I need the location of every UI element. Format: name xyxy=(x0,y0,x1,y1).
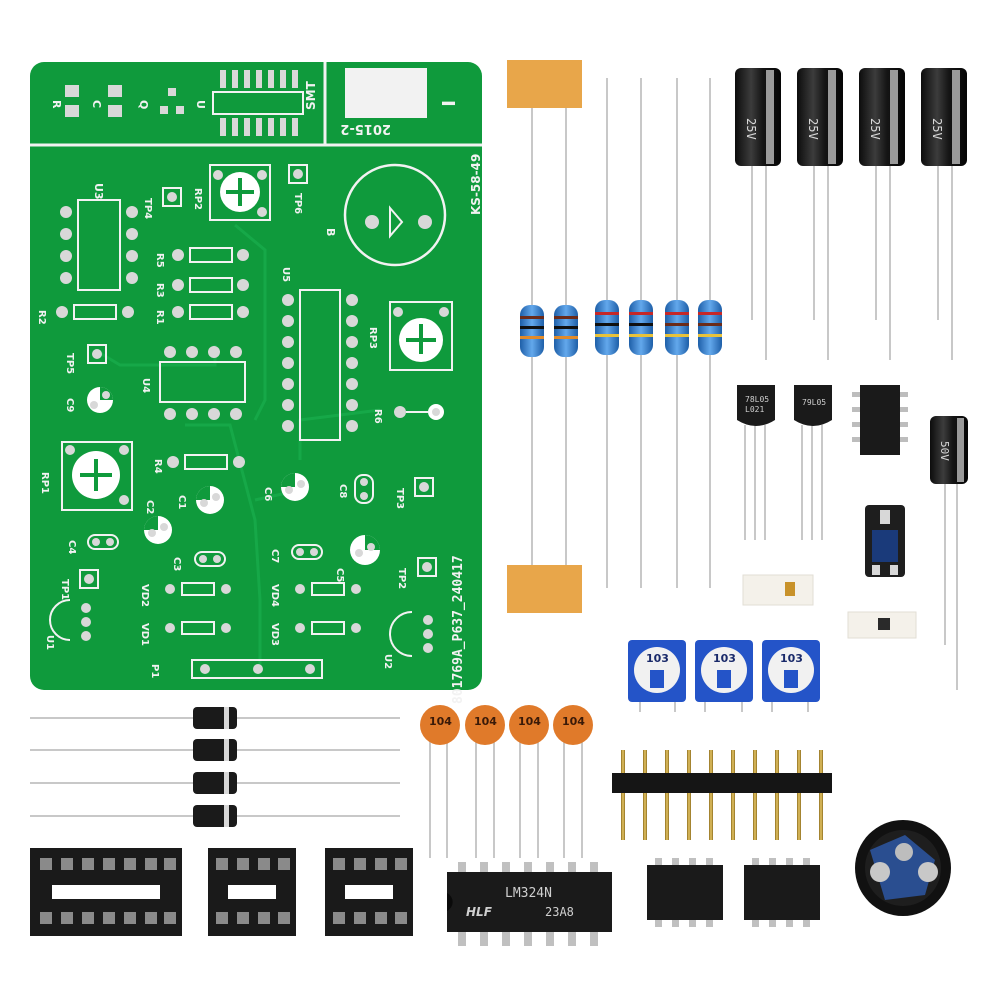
cap-5-voltage: 50V xyxy=(938,441,951,461)
pcb-board: I 2015-2 R C Q U SMT U3 TP4 RP2 xyxy=(30,62,483,704)
pcb-label-r4: R4 xyxy=(152,459,163,474)
dip8-ic-b xyxy=(744,858,820,927)
pcb-label-tp4: TP4 xyxy=(142,198,153,219)
ic-part-number: LM324N xyxy=(505,886,552,901)
reg-1-batch: L021 xyxy=(745,405,764,414)
ic-socket-8pin-b xyxy=(325,848,413,936)
pcb-label-r1: R1 xyxy=(154,310,165,325)
pcb-label-smt: SMT xyxy=(304,80,318,110)
dip8-ic-a xyxy=(647,858,723,927)
smd-tape-strips xyxy=(742,574,917,639)
pin-header xyxy=(612,750,832,840)
lm324-chip: LM324N HLF 23A8 xyxy=(447,862,612,946)
pcb-label-tp6: TP6 xyxy=(292,193,303,214)
pcb-label-vd4: VD4 xyxy=(269,584,280,607)
diodes xyxy=(30,707,400,827)
trimmer-3-code: 103 xyxy=(780,652,803,665)
pcb-label-q: Q xyxy=(137,100,150,109)
pcb-label-tp2: TP2 xyxy=(396,568,407,589)
ic-brand: HLF xyxy=(466,905,493,919)
electrolytic-capacitors: 25V 25V 25V 25V 50V xyxy=(735,68,968,690)
trimmer-2-code: 103 xyxy=(713,652,736,665)
pcb-label-tp3: TP3 xyxy=(394,488,405,509)
loose-resistors xyxy=(595,78,722,588)
pcb-label-u1: U1 xyxy=(44,635,55,650)
ic-socket-14pin xyxy=(30,848,182,936)
ceramic-cap-2-code: 104 xyxy=(474,715,497,728)
pcb-label-u2: U2 xyxy=(382,654,393,669)
pcb-label-c5: C5 xyxy=(334,568,345,582)
reg-2-part: 79L05 xyxy=(802,398,826,407)
piezo-buzzer xyxy=(855,820,951,916)
pcb-label-r6: R6 xyxy=(372,409,383,424)
pcb-label-r: R xyxy=(50,100,63,109)
cap-2-voltage: 25V xyxy=(806,118,820,140)
pcb-board-code: KS-58-49 xyxy=(469,154,483,215)
pcb-label-r5: R5 xyxy=(154,253,165,268)
pcb-label-r3: R3 xyxy=(154,283,165,298)
pcb-label-c3: C3 xyxy=(171,557,182,571)
pcb-label-rp1: RP1 xyxy=(39,472,50,494)
trimmer-1-code: 103 xyxy=(646,652,669,665)
pcb-label-c8: C8 xyxy=(337,484,348,498)
reg-1-part: 78L05 xyxy=(745,395,769,404)
pcb-label-u4: U4 xyxy=(140,378,151,393)
pcb-label-c9: C9 xyxy=(64,398,75,412)
ic-socket-8pin-a xyxy=(208,848,296,936)
sop8-ic xyxy=(852,385,908,455)
resistor-tape xyxy=(507,60,582,613)
pcb-label-vd2: VD2 xyxy=(139,584,150,607)
ceramic-cap-4-code: 104 xyxy=(562,715,585,728)
pcb-label-c: C xyxy=(90,100,103,108)
pcb-label-b: B xyxy=(324,228,337,236)
cap-1-voltage: 25V xyxy=(744,118,758,140)
pcb-label-tp5: TP5 xyxy=(64,353,75,374)
pcb-label-c7: C7 xyxy=(269,549,280,563)
ic-batch: 23A8 xyxy=(545,905,574,919)
pcb-label-tp1: TP1 xyxy=(59,579,70,600)
pcb-label-rp3: RP3 xyxy=(367,327,378,349)
pcb-label-rp2: RP2 xyxy=(192,188,203,210)
trimmer-potentiometers: 103 103 103 xyxy=(628,640,820,712)
pcb-label-c2: C2 xyxy=(144,500,155,514)
ceramic-cap-1-code: 104 xyxy=(429,715,452,728)
pcb-label-c1: C1 xyxy=(176,495,187,509)
sot23-transistor xyxy=(865,505,905,577)
pcb-label-u5: U5 xyxy=(280,267,291,282)
pcb-label-r2: R2 xyxy=(36,310,47,325)
cap-4-voltage: 25V xyxy=(930,118,944,140)
svg-text:I: I xyxy=(437,100,458,107)
pcb-label-c6: C6 xyxy=(262,487,273,501)
pcb-label-u3: U3 xyxy=(92,183,105,200)
pcb-label-vd3: VD3 xyxy=(269,623,280,646)
pcb-label-u: U xyxy=(194,100,207,109)
cap-3-voltage: 25V xyxy=(868,118,882,140)
pcb-serial: 801769A_P637_240417 xyxy=(451,555,466,704)
pcb-label-p1: P1 xyxy=(149,664,160,678)
regulators: 78L05 L021 79L05 xyxy=(737,385,832,540)
pcb-label-vd1: VD1 xyxy=(139,623,150,646)
ceramic-cap-3-code: 104 xyxy=(518,715,541,728)
pcb-date-label: 2015-2 xyxy=(340,121,391,136)
pcb-label-c4: C4 xyxy=(66,540,77,554)
ceramic-capacitors: 104 104 104 104 xyxy=(420,705,593,858)
